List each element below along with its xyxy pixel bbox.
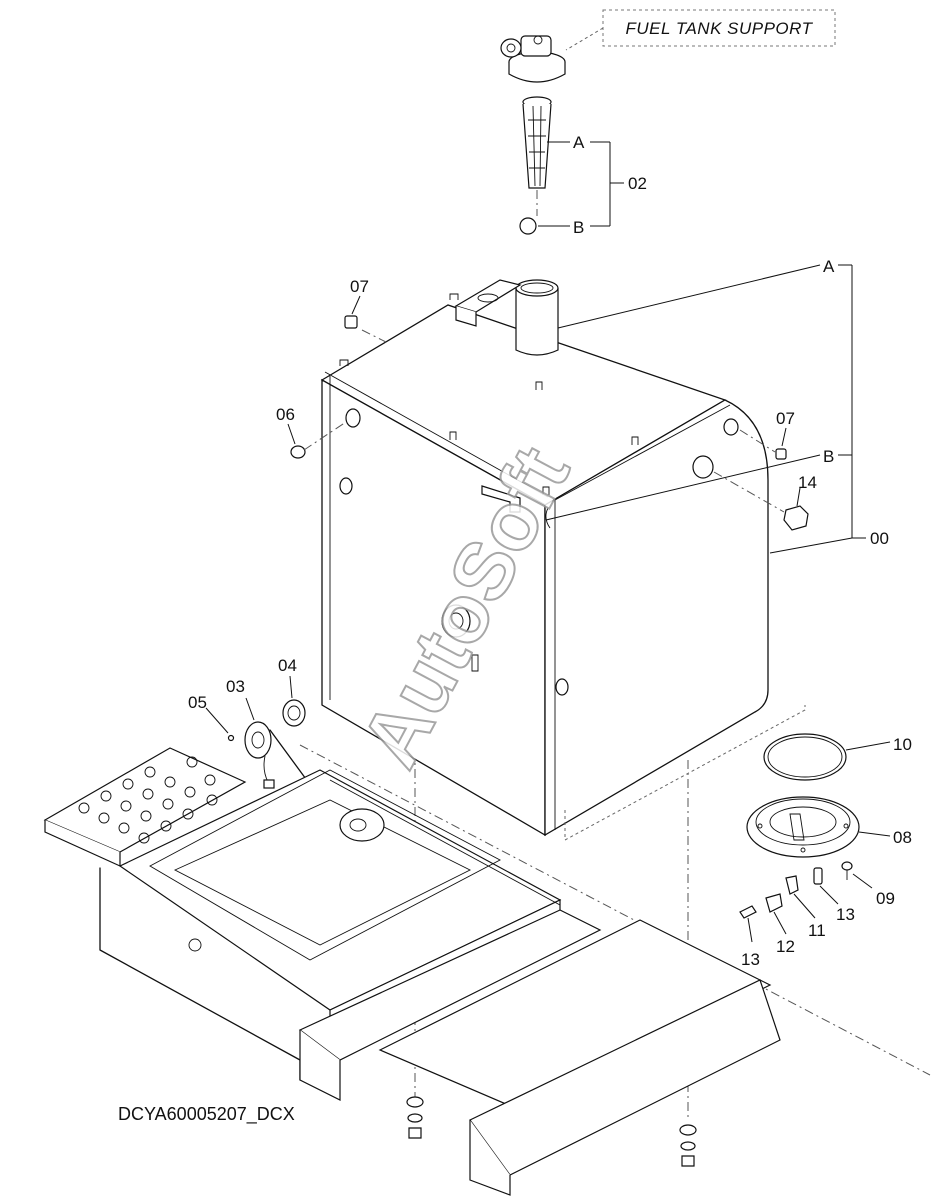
callout-14: 14 [798,473,817,492]
callout-13-right: 13 [836,905,855,924]
callout-06: 06 [276,405,295,424]
filler-cap [500,35,566,83]
plug-07-left [344,295,387,343]
connector-12 [765,893,787,935]
callout-05: 05 [188,693,207,712]
cover-plate-08 [746,796,891,858]
nut-06 [287,421,347,459]
screw-05 [205,707,235,742]
ball-float [519,217,537,235]
callout-07-left: 07 [350,277,369,296]
callout-09: 09 [876,889,895,908]
gasket-04 [282,675,306,727]
callout-03: 03 [226,677,245,696]
step-platform [43,747,781,1196]
callout-10: 10 [893,735,912,754]
o-ring-10 [763,733,891,781]
bolt-09 [841,861,873,889]
callout-00-b: B [823,447,834,466]
fuel-strainer [519,96,552,235]
bottom-bolts [406,1096,697,1167]
callout-12: 12 [776,937,795,956]
callout-02: 02 [628,174,647,193]
leader-02 [538,141,624,227]
leader-00 [545,264,866,554]
support-label: FUEL TANK SUPPORT [625,19,813,38]
fuel-tank-support-label-box: FUEL TANK SUPPORT [565,9,836,51]
fuel-tank [320,279,806,841]
callout-08: 08 [893,828,912,847]
callout-02-b: B [573,218,584,237]
drain-plug-14 [713,471,809,531]
callout-13-left: 13 [741,950,760,969]
elbow-11 [785,875,816,919]
callout-07-right: 07 [776,409,795,428]
callout-11: 11 [808,921,826,940]
fitting-13-right [813,867,839,905]
callout-02-a: A [573,133,585,152]
plug-07-right [739,427,787,460]
callout-04: 04 [278,656,297,675]
reference-code: DCYA60005207_DCX [118,1104,295,1125]
fitting-13-left [739,905,757,943]
callout-00: 00 [870,529,889,548]
callout-00-a: A [823,257,835,276]
